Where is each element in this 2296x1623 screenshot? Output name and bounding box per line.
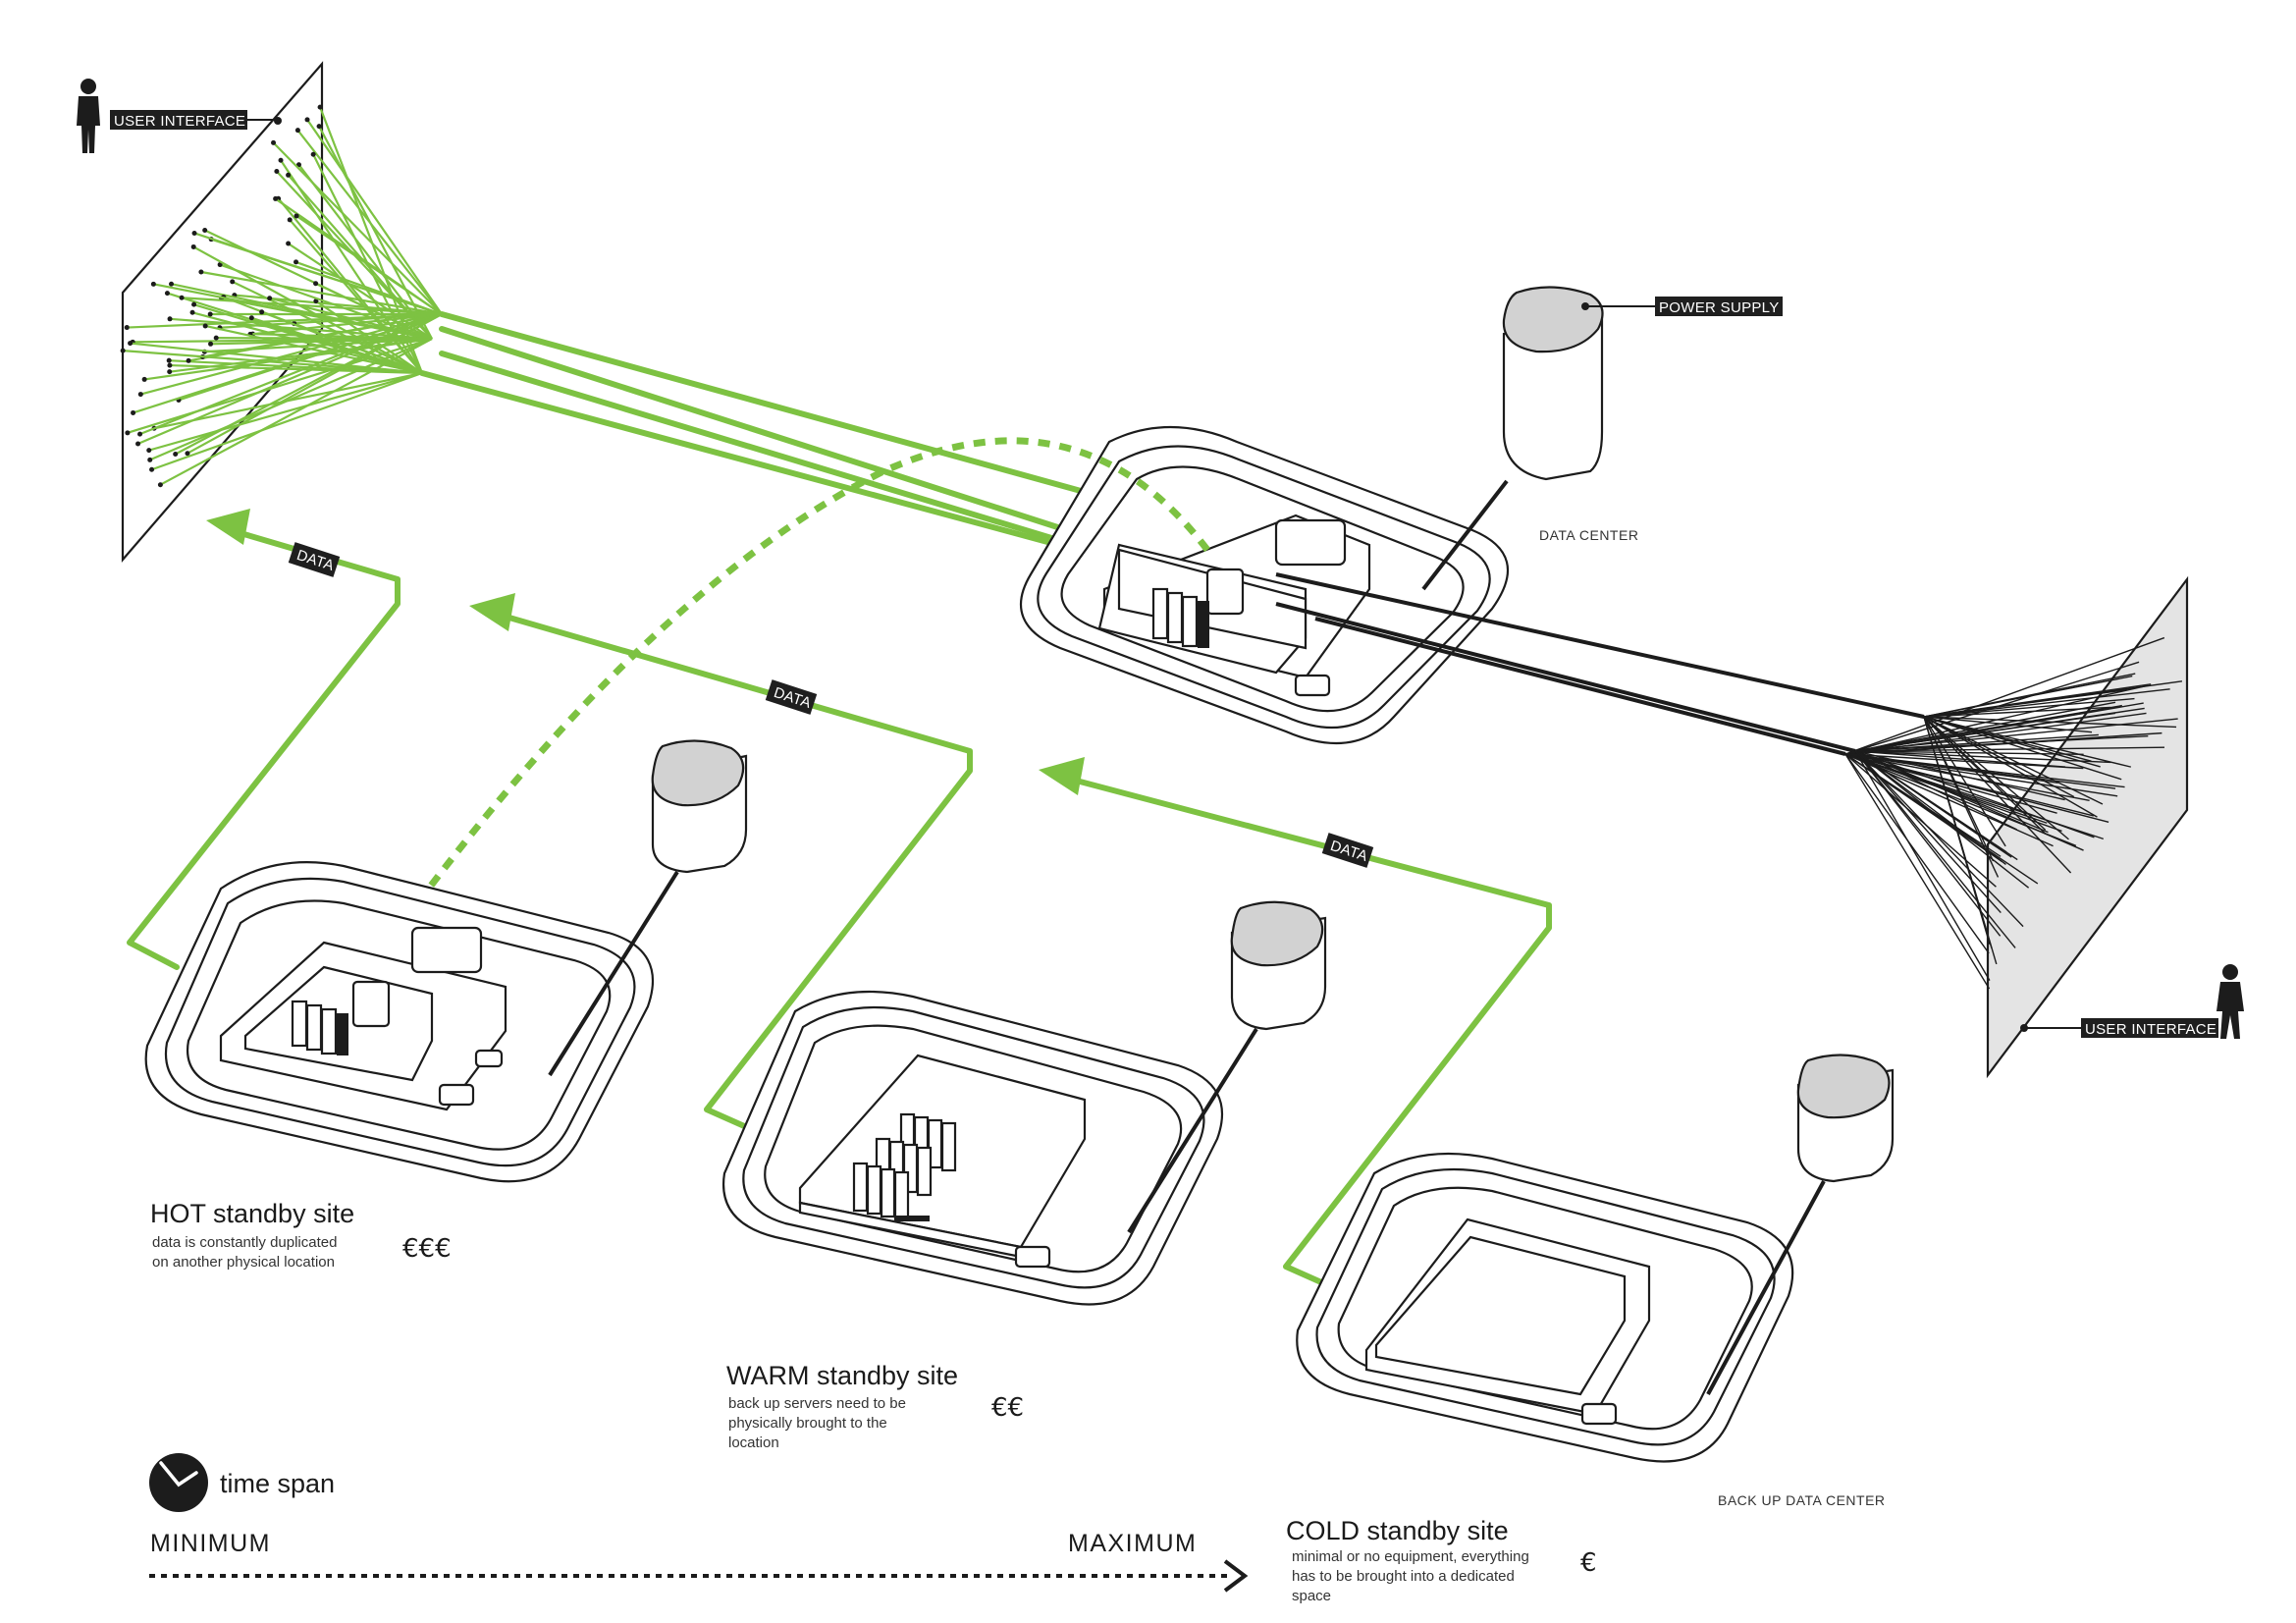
warm-site-desc-1: back up servers need to be xyxy=(728,1395,906,1412)
warm-site-desc-3: location xyxy=(728,1434,779,1451)
backup-data-center-label: BACK UP DATA CENTER xyxy=(1718,1492,1886,1508)
hot-site-title: HOT standby site xyxy=(150,1199,354,1228)
server-rack-icon xyxy=(852,1112,957,1221)
warm-site-desc-2: physically brought to the xyxy=(728,1415,887,1432)
warm-standby-site xyxy=(722,990,1224,1306)
server-rack-icon xyxy=(291,1000,348,1055)
warm-site-cost: €€ xyxy=(991,1393,1024,1423)
hot-site-desc-2: on another physical location xyxy=(152,1254,335,1271)
timescale-maximum: MAXIMUM xyxy=(1068,1530,1197,1557)
power-supply-tag: POWER SUPPLY xyxy=(1581,297,1783,316)
cold-site-desc-2: has to be brought into a dedicated xyxy=(1292,1568,1515,1585)
data-center: DATA CENTER xyxy=(1019,425,1638,745)
hot-site-cost: €€€ xyxy=(402,1234,452,1264)
user-interface-panel-right xyxy=(1844,575,2189,1079)
data-fan-right xyxy=(1844,636,2183,990)
clock-icon xyxy=(149,1453,208,1512)
data-center-label: DATA CENTER xyxy=(1539,527,1638,543)
power-supply-icon xyxy=(1706,1054,1895,1395)
cold-site-title: COLD standby site xyxy=(1286,1516,1509,1545)
replication-arc xyxy=(350,437,1210,995)
person-icon xyxy=(2216,964,2244,1039)
cold-site-desc-3: space xyxy=(1292,1588,1331,1604)
timescale-arrowhead xyxy=(1223,1559,1249,1593)
power-supply-label: POWER SUPPLY xyxy=(1659,299,1780,316)
user-interface-tag-left: USER INTERFACE xyxy=(110,110,282,130)
power-supply-icon xyxy=(548,739,748,1077)
hot-site-desc-1: data is constantly duplicated xyxy=(152,1234,337,1251)
power-supply-icon xyxy=(1127,900,1327,1234)
data-fan-left xyxy=(120,104,443,488)
time-span-label: time span xyxy=(220,1469,335,1498)
cold-site-cost: € xyxy=(1580,1548,1597,1578)
user-interface-label-right: USER INTERFACE xyxy=(2085,1021,2216,1038)
user-interface-label-left: USER INTERFACE xyxy=(114,113,245,130)
user-interface-panel-left xyxy=(120,61,443,563)
hot-standby-site xyxy=(144,861,655,1183)
warm-site-title: WARM standby site xyxy=(726,1361,958,1390)
user-interface-tag-right: USER INTERFACE xyxy=(2020,1018,2218,1038)
dark-data-lines xyxy=(1275,572,1925,756)
cold-site-desc-1: minimal or no equipment, everything xyxy=(1292,1548,1529,1565)
person-icon xyxy=(77,79,100,153)
power-supply-icon xyxy=(1421,286,1604,591)
cold-standby-site xyxy=(1296,1152,1794,1463)
server-rack-icon xyxy=(1151,587,1209,648)
data-arrow-warm: DATA xyxy=(469,593,973,1132)
timescale-minimum: MINIMUM xyxy=(150,1530,271,1557)
